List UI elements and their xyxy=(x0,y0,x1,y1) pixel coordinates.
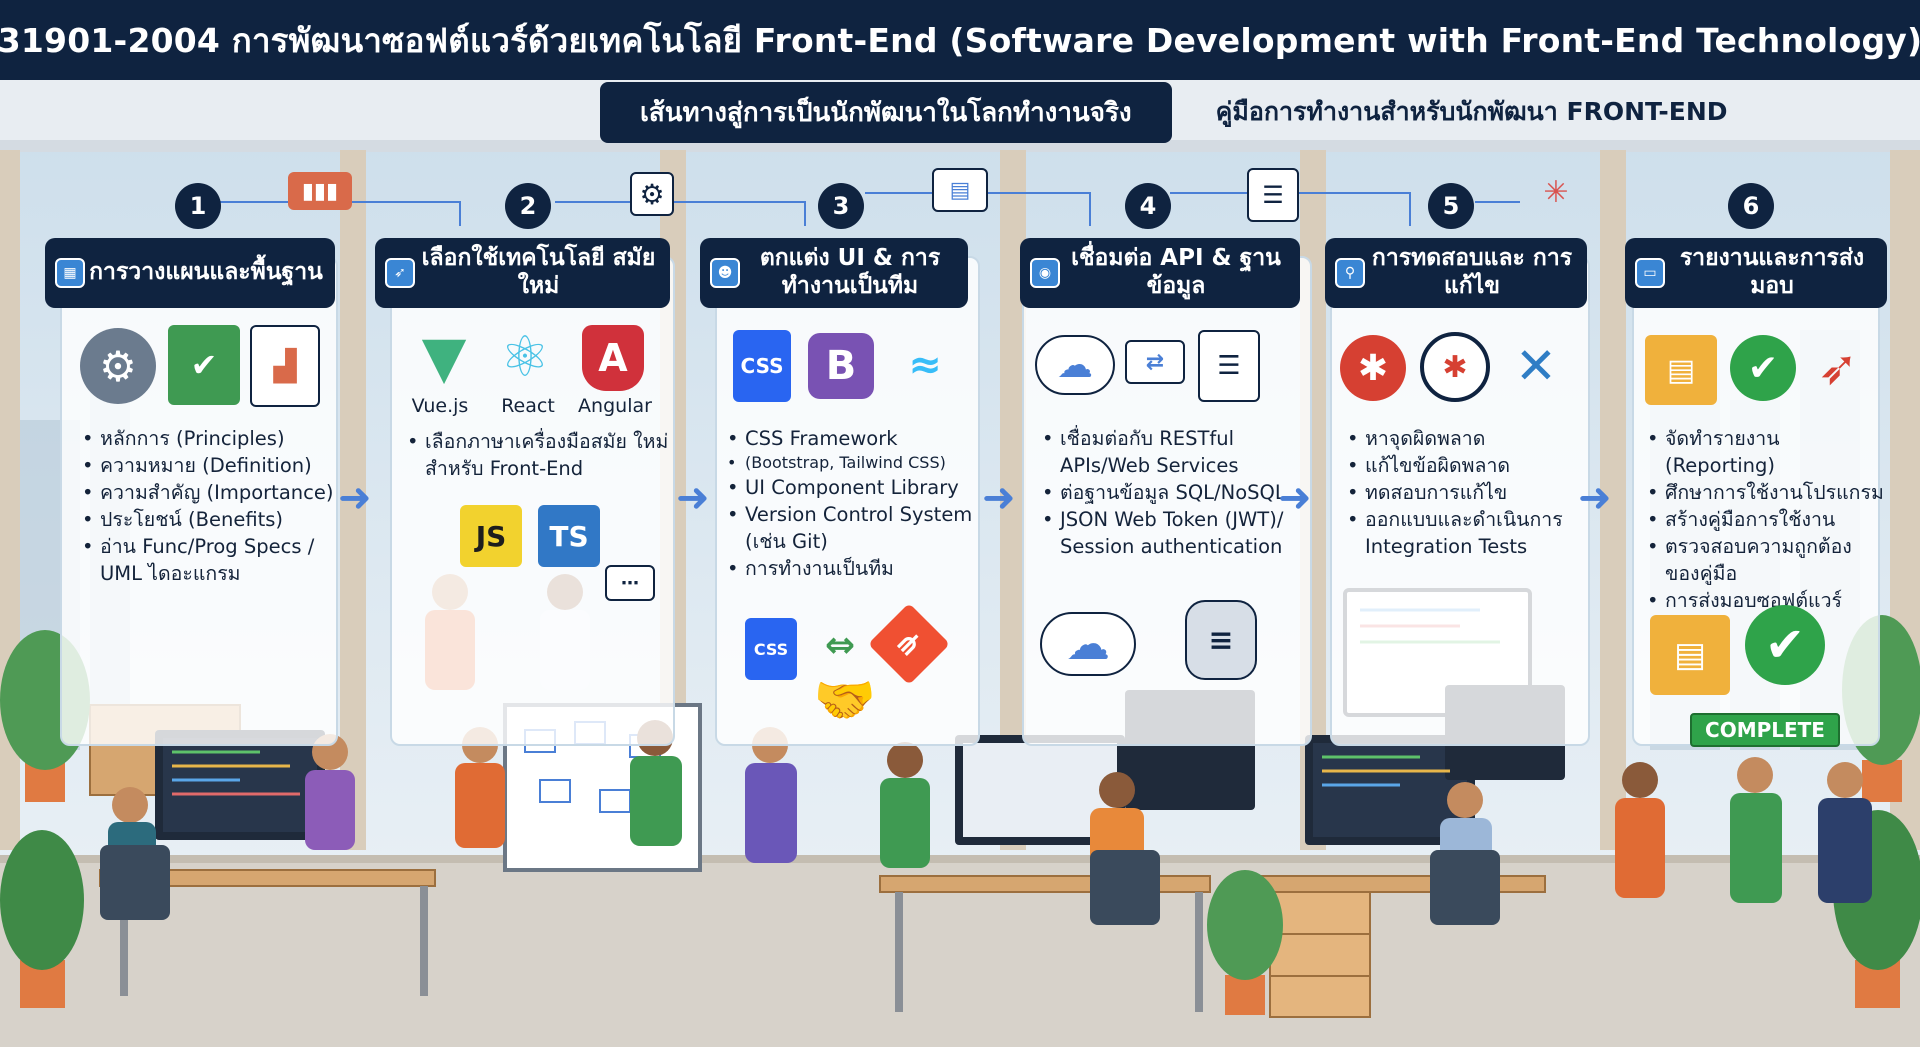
step-5-heading-box: ⚲ การทดสอบและ การแก้ไข xyxy=(1325,238,1587,308)
step-5-heading: การทดสอบและ การแก้ไข xyxy=(1371,245,1573,299)
step-3-list: CSS Framework (Bootstrap, Tailwind CSS) … xyxy=(725,425,980,582)
step-1-list: หลักการ (Principles) ความหมาย (Definitio… xyxy=(80,425,340,587)
framework-label-angular: Angular xyxy=(578,395,652,417)
search-icon: ⚲ xyxy=(1335,258,1365,288)
step-2-heading: เลือกใช้เทคโนโลยี สมัยใหม่ xyxy=(421,245,656,299)
arrow-right-icon: ➜ xyxy=(338,475,372,521)
server-stack-icon: ☰ xyxy=(1198,330,1260,402)
database-cylinder-icon: ≡ xyxy=(1185,600,1257,680)
step-5-list: หาจุดผิดพลาด แก้ไขข้อผิดพลาด ทดสอบการแก้… xyxy=(1345,425,1590,560)
bug-icon: ✱ xyxy=(1340,335,1406,401)
big-checkmark-icon: ✔ xyxy=(1745,605,1825,685)
list-item: ทดสอบการแก้ไข xyxy=(1345,479,1590,506)
chat-bubble-icon: ⋯ xyxy=(605,565,655,601)
react-logo-icon: ⚛ xyxy=(499,324,551,390)
network-nodes-icon: ✳ xyxy=(1543,174,1569,210)
step-6-number: 6 xyxy=(1728,183,1774,229)
calendar-icon: ▦ xyxy=(55,258,85,288)
step-6-list: จัดทำรายงาน (Reporting) ศึกษาการใช้งานโป… xyxy=(1645,425,1890,614)
framework-label-vue: Vue.js xyxy=(411,395,469,417)
database-icon: ◉ xyxy=(1030,258,1060,288)
tools-icon: ✕ xyxy=(1515,337,1557,395)
list-item: อ่าน Func/Prog Specs / UML ไดอะแกรม xyxy=(80,533,340,587)
arrow-right-icon: ➜ xyxy=(982,475,1016,521)
css3-logo-icon: CSS xyxy=(733,330,791,402)
double-arrow-icon: ⇔ xyxy=(824,624,856,666)
arrow-right-icon: ➜ xyxy=(1278,475,1312,521)
step-2-list: เลือกภาษาเครื่องมือสมัย ใหม่สำหรับ Front… xyxy=(405,428,670,482)
rocket-icon: ➶ xyxy=(385,258,415,288)
list-item: JSON Web Token (JWT)/ Session authentica… xyxy=(1040,506,1310,560)
award-books-icon: ✔ xyxy=(168,325,240,405)
list-item: CSS Framework xyxy=(725,425,980,452)
tailwind-logo-icon: ≈ xyxy=(908,342,942,388)
step-6-heading: รายงานและการส่งมอบ xyxy=(1679,245,1865,299)
gear-icon: ⚙ xyxy=(630,172,674,216)
list-item: แก้ไขข้อผิดพลาด xyxy=(1345,452,1590,479)
document-folder-icon: ▤ xyxy=(1650,615,1730,695)
report-chart-icon: ▟ xyxy=(250,325,320,407)
server-icon: ☰ xyxy=(1247,168,1299,222)
launch-rocket-icon: ➶ xyxy=(1817,340,1859,396)
list-item: ความหมาย (Definition) xyxy=(80,452,340,479)
step-1-heading-box: ▦ การวางแผนและพื้นฐาน xyxy=(45,238,335,308)
browser-window-icon: ▤ xyxy=(932,168,988,212)
cloud-icon: ☁ xyxy=(1040,612,1136,676)
step-4-number: 4 xyxy=(1125,183,1171,229)
javascript-icon: JS xyxy=(460,505,522,567)
arrow-right-icon: ➜ xyxy=(1578,475,1612,521)
complete-banner: COMPLETE xyxy=(1690,713,1840,747)
gear-hand-icon: ⚙ xyxy=(80,328,156,404)
step-2-heading-box: ➶ เลือกใช้เทคโนโลยี สมัยใหม่ xyxy=(375,238,670,308)
list-item: เชื่อมต่อกับ RESTful APIs/Web Services xyxy=(1040,425,1310,479)
api-flow-icon: ⇄ xyxy=(1125,340,1185,384)
page-title: 31901-2004 การพัฒนาซอฟต์แวร์ด้วยเทคโนโลย… xyxy=(0,20,1920,60)
angular-logo-icon: A xyxy=(582,325,644,391)
folder-icon: ▤ xyxy=(1645,335,1717,405)
list-item: สร้างคู่มือการใช้งาน xyxy=(1645,506,1890,533)
list-item: ออกแบบและดำเนินการ Integration Tests xyxy=(1345,506,1590,560)
step-3-heading: ตกแต่ง UI & การทำงานเป็นทีม xyxy=(759,245,941,299)
subtitle-main: เส้นทางสู่การเป็นนักพัฒนาในโลกทำงานจริง xyxy=(600,81,1172,143)
step-3-number: 3 xyxy=(818,183,864,229)
list-item: ศึกษาการใช้งานโปรแกรม xyxy=(1645,479,1890,506)
list-item: ตรวจสอบความถูกต้อง ของคู่มือ xyxy=(1645,533,1890,587)
handshake-icon: 🤝 xyxy=(813,670,877,729)
list-item: หาจุดผิดพลาด xyxy=(1345,425,1590,452)
step-4-list: เชื่อมต่อกับ RESTful APIs/Web Services ต… xyxy=(1040,425,1310,560)
list-item: Version Control System (เช่น Git) xyxy=(725,501,980,555)
step-4-heading: เชื่อมต่อ API & ฐานข้อมูล xyxy=(1071,245,1281,299)
list-item: UI Component Library xyxy=(725,474,980,501)
step-1-heading: การวางแผนและพื้นฐาน xyxy=(89,259,323,286)
arrow-right-icon: ➜ xyxy=(676,475,710,521)
subtitle-side: คู่มือการทำงานสำหรับนักพัฒนา FRONT-END xyxy=(1215,97,1728,126)
monitor-icon: ▭ xyxy=(1635,258,1665,288)
css3-small-icon: CSS xyxy=(745,618,797,680)
list-item: จัดทำรายงาน (Reporting) xyxy=(1645,425,1890,479)
cloud-network-icon: ☁ xyxy=(1035,335,1115,395)
list-item: ต่อฐานข้อมูล SQL/NoSQL xyxy=(1040,479,1310,506)
framework-label-react: React xyxy=(501,395,555,417)
team-icon: ☻ xyxy=(710,258,740,288)
list-item: การทำงานเป็นทีม xyxy=(725,555,980,582)
list-item: ประโยชน์ (Benefits) xyxy=(80,506,340,533)
list-item: เลือกภาษาเครื่องมือสมัย ใหม่สำหรับ Front… xyxy=(405,428,670,482)
magnifier-bug-icon: ✱ xyxy=(1420,332,1490,402)
books-icon: ▮▮▮ xyxy=(288,172,352,210)
title-bar: 31901-2004 การพัฒนาซอฟต์แวร์ด้วยเทคโนโลย… xyxy=(0,0,1920,80)
step-3-heading-box: ☻ ตกแต่ง UI & การทำงานเป็นทีม xyxy=(700,238,968,308)
checkmark-circle-icon: ✔ xyxy=(1730,335,1796,401)
list-item: ความสำคัญ (Importance) xyxy=(80,479,340,506)
step-5-number: 5 xyxy=(1428,183,1474,229)
step-6-heading-box: ▭ รายงานและการส่งมอบ xyxy=(1625,238,1887,308)
bootstrap-logo-icon: B xyxy=(808,333,874,399)
step-4-heading-box: ◉ เชื่อมต่อ API & ฐานข้อมูล xyxy=(1020,238,1300,308)
typescript-icon: TS xyxy=(538,505,600,567)
step-1-number: 1 xyxy=(175,183,221,229)
vue-logo-icon: ▼ xyxy=(421,323,467,391)
list-item-note: (Bootstrap, Tailwind CSS) xyxy=(725,452,980,474)
subtitle-bar: เส้นทางสู่การเป็นนักพัฒนาในโลกทำงานจริง … xyxy=(600,81,1728,143)
list-item: หลักการ (Principles) xyxy=(80,425,340,452)
step-2-number: 2 xyxy=(505,183,551,229)
